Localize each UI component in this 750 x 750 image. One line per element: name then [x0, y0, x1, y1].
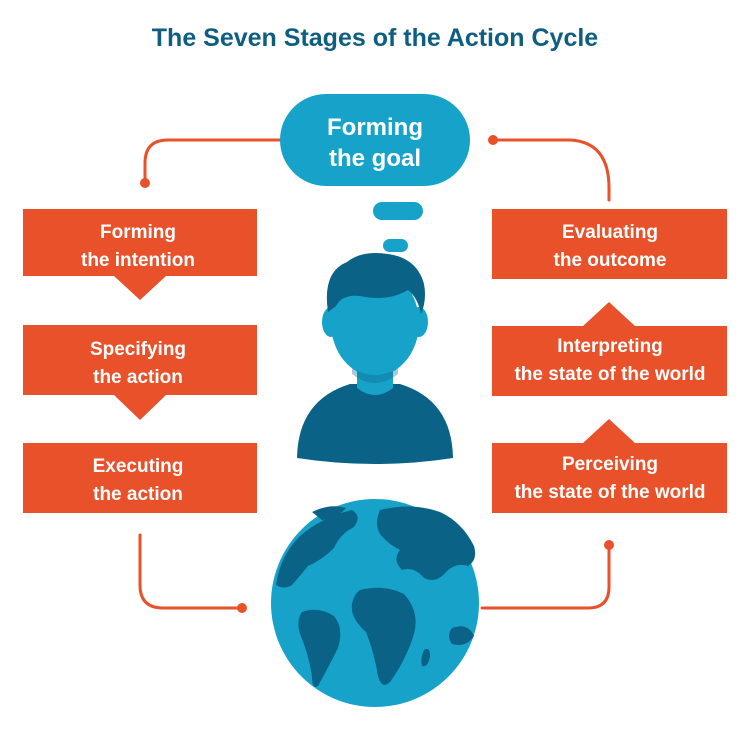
stage-label-line2: the action	[93, 484, 183, 505]
globe-icon	[271, 499, 479, 707]
stage-label-line2: the outcome	[554, 250, 667, 271]
page-title: The Seven Stages of the Action Cycle	[152, 24, 599, 52]
stage-label-line2: the state of the world	[514, 364, 705, 385]
connector-dot	[237, 603, 247, 613]
stage-perceiving-world: Perceiving the state of the world	[492, 419, 727, 513]
connector-goal-to-intention	[143, 138, 287, 185]
connector-dots	[140, 135, 614, 613]
connector-dot	[488, 135, 498, 145]
stage-executing-action: Executing the action	[23, 443, 257, 513]
stage-label-line1: Interpreting	[557, 336, 663, 357]
connector-dot	[140, 178, 150, 188]
stage-label-line2: the action	[93, 367, 183, 388]
stage-label-line2: the intention	[81, 250, 195, 271]
goal-label-line1: Forming	[327, 114, 423, 141]
stage-specifying-action: Specifying the action	[23, 325, 257, 420]
connector-dot	[604, 540, 614, 550]
stage-forming-intention: Forming the intention	[23, 209, 257, 300]
stage-label-line1: Specifying	[90, 339, 186, 360]
stage-interpreting-world: Interpreting the state of the world	[492, 302, 727, 396]
stage-label-line1: Perceiving	[562, 454, 658, 475]
goal-label-line2: the goal	[329, 145, 421, 172]
stage-label-line1: Evaluating	[562, 222, 658, 243]
person-icon	[297, 253, 453, 464]
stage-label-line2: the state of the world	[514, 482, 705, 503]
cycle-connectors	[138, 138, 611, 610]
stage-label-line1: Forming	[100, 222, 176, 243]
connector-evaluation-to-goal	[491, 138, 611, 202]
thought-bubble-icon	[373, 202, 423, 252]
goal-bubble: Forming the goal	[280, 94, 470, 186]
connector-world-to-perception	[480, 543, 611, 610]
connector-execution-to-world	[138, 533, 244, 610]
stage-evaluating-outcome: Evaluating the outcome	[492, 209, 727, 279]
stage-label-line1: Executing	[93, 456, 184, 477]
